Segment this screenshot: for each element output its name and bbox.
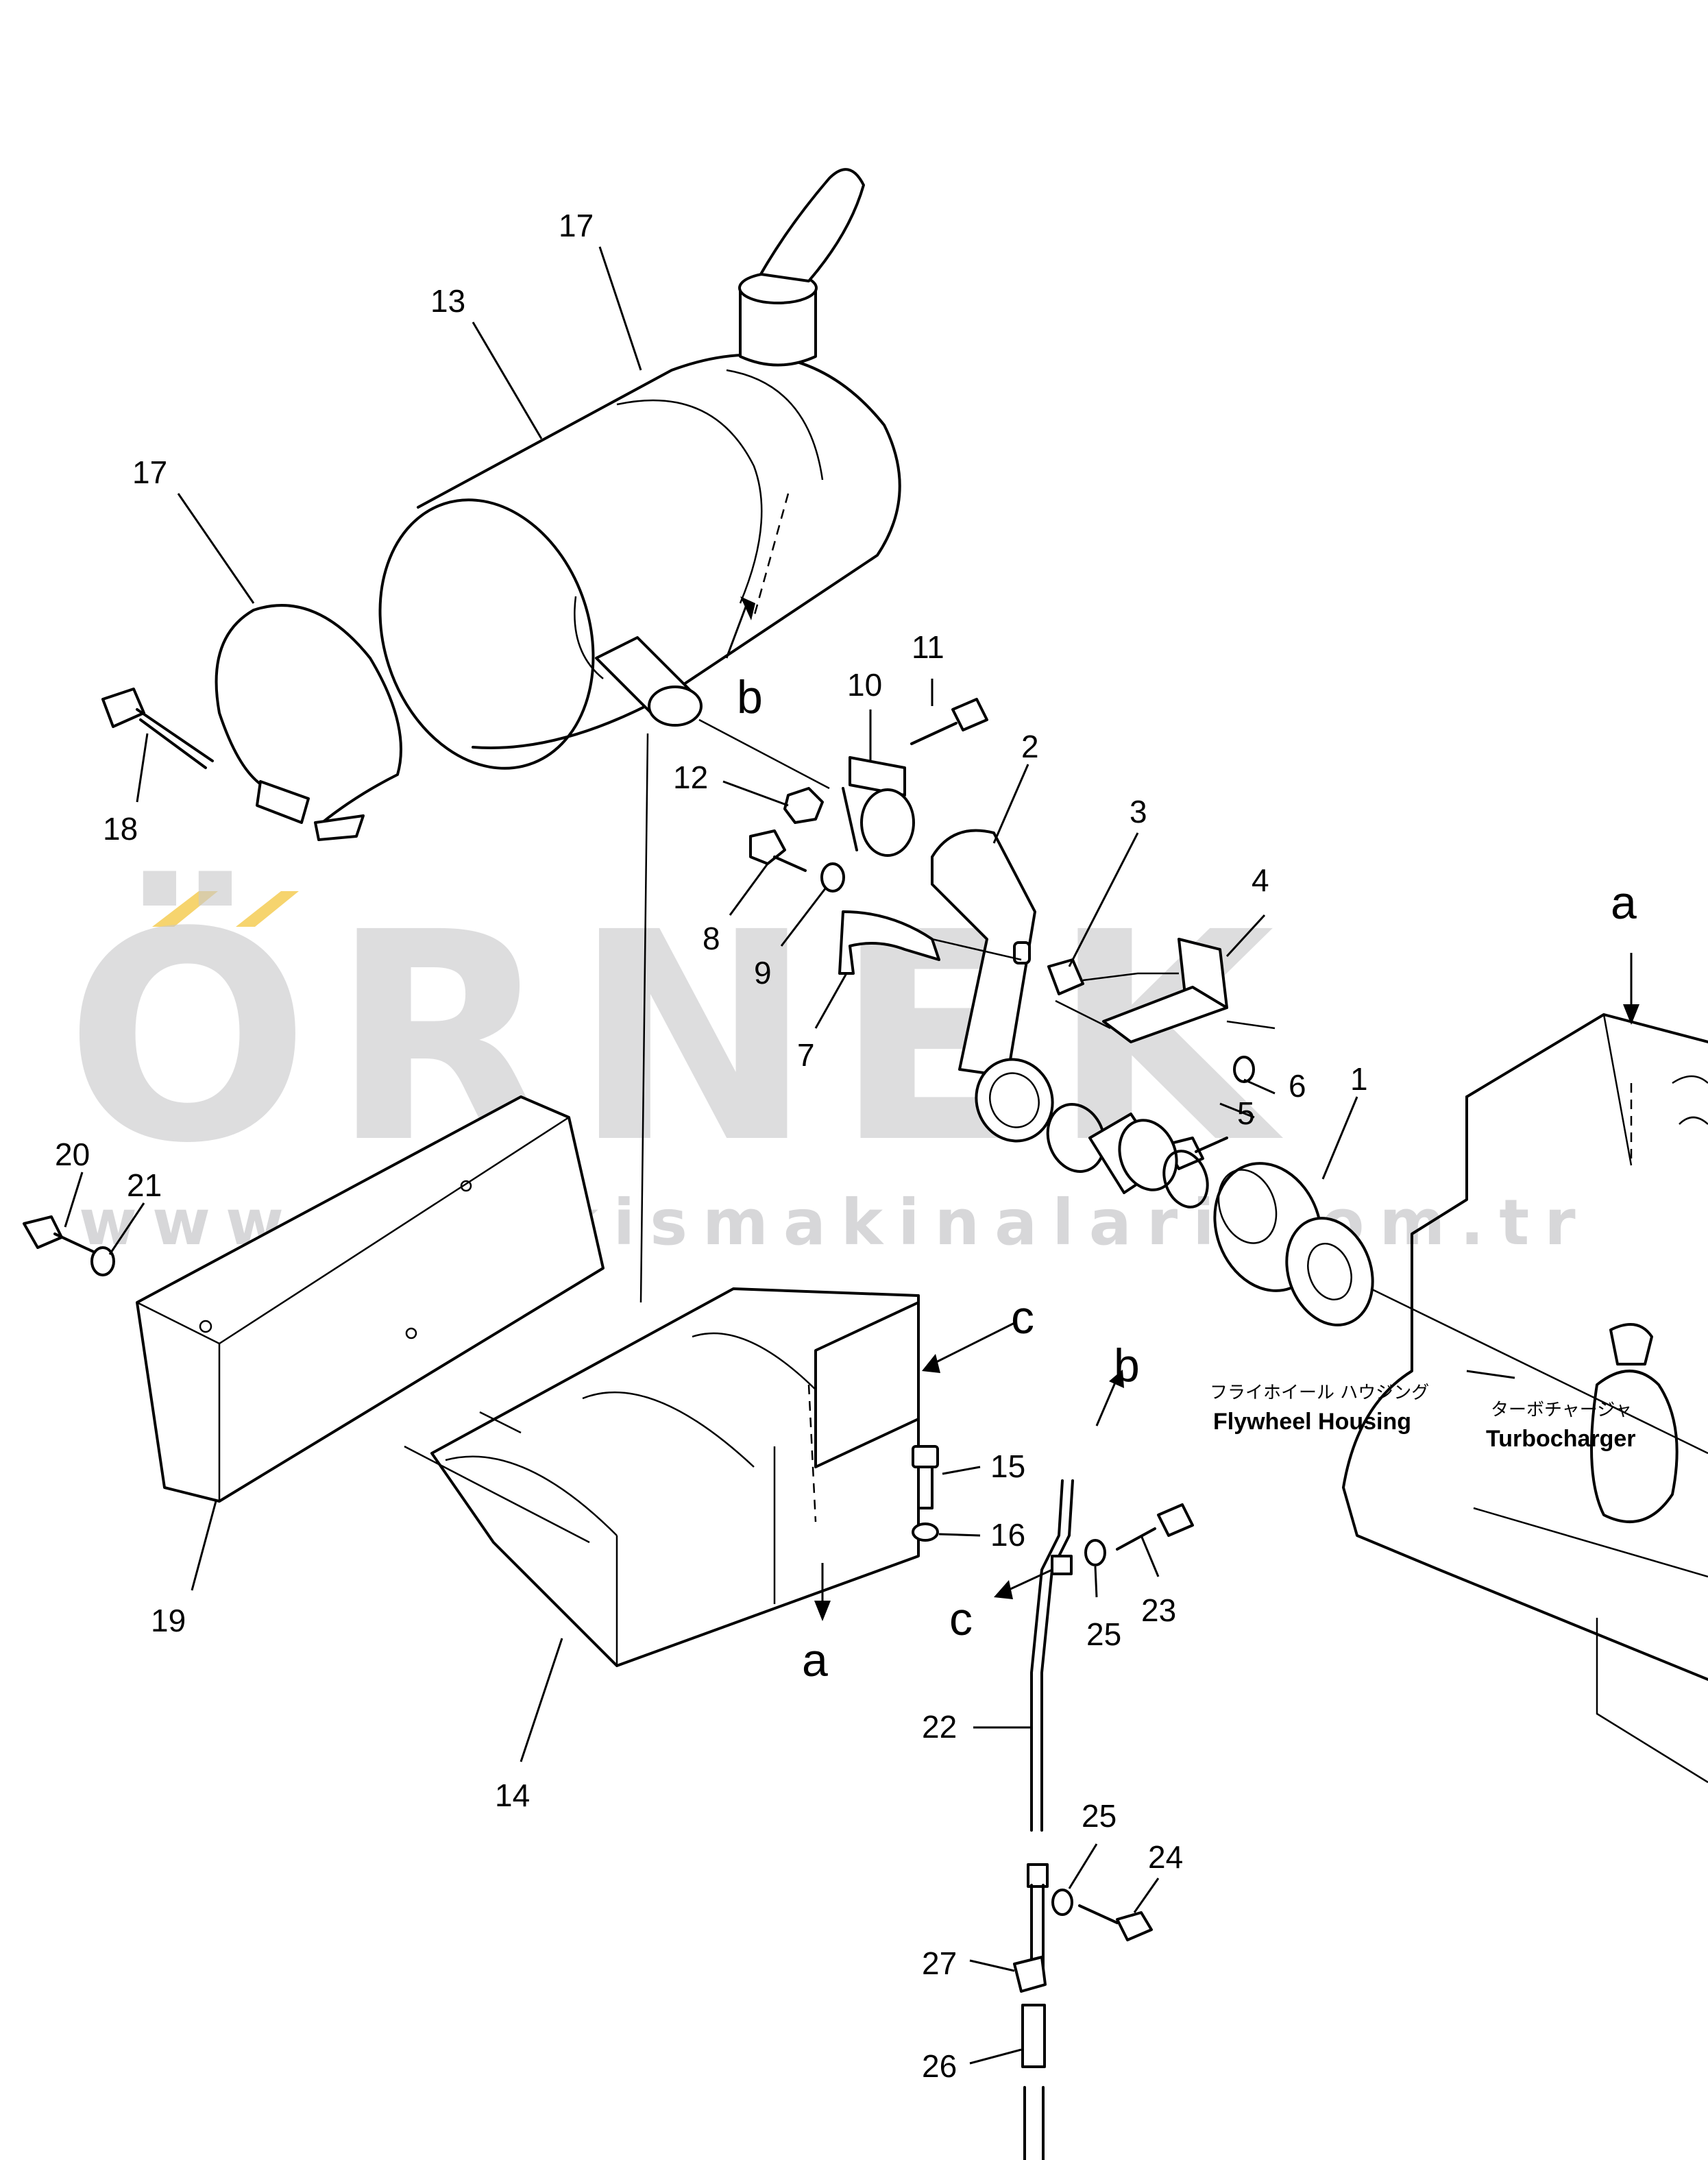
heat-shield [136, 1095, 605, 1503]
bolt-15 [912, 1445, 939, 1509]
flow-arrows [725, 596, 1639, 1621]
part-number-25-upper: 25 [1086, 1616, 1121, 1652]
part-number-5: 5 [1237, 1095, 1255, 1131]
part-number-26: 26 [922, 2048, 957, 2084]
part-number-10: 10 [847, 667, 882, 703]
washer-21 [90, 1246, 115, 1276]
part-number-2: 2 [1021, 729, 1039, 764]
bolt-8 [749, 829, 807, 872]
clip-27 [1013, 1956, 1047, 1993]
part-number-4: 4 [1252, 862, 1269, 898]
part-number-1: 1 [1350, 1061, 1368, 1097]
muffler [378, 168, 901, 770]
part-number-27: 27 [922, 1945, 957, 1981]
ref-b-pipe: b [1114, 1339, 1140, 1392]
bolt-23 [1116, 1503, 1194, 1551]
part-number-8: 8 [703, 921, 720, 956]
assembly-lines [404, 718, 1633, 1556]
turbocharger-label-jp: ターボチャージャ [1491, 1400, 1632, 1420]
part-number-6: 6 [1289, 1068, 1306, 1104]
flywheel-housing-label: Flywheel Housing [1213, 1409, 1411, 1435]
ref-c-bracket: c [1011, 1291, 1034, 1344]
clamp-10 [842, 756, 915, 857]
nut-12 [783, 787, 824, 824]
bolt-24 [1078, 1904, 1153, 1941]
part-number-12: 12 [673, 760, 708, 795]
ref-b-muffler: b [737, 671, 763, 723]
part-number-3: 3 [1130, 794, 1147, 829]
part-number-17-top: 17 [559, 208, 594, 243]
part-number-19: 19 [151, 1603, 186, 1638]
reference-letters: b a c b a c [737, 671, 1637, 1686]
part-number-18: 18 [103, 811, 138, 847]
washer-6 [1233, 1056, 1255, 1083]
part-number-22: 22 [922, 1709, 957, 1745]
bolt-11 [910, 698, 988, 745]
part-number-15: 15 [990, 1448, 1025, 1484]
part-number-23: 23 [1141, 1592, 1176, 1628]
part-number-14: 14 [495, 1777, 530, 1813]
turbocharger-label: Turbocharger [1486, 1426, 1636, 1452]
part-number-13: 13 [430, 283, 465, 319]
part-number-labels: 17 13 17 18 11 10 2 3 4 12 8 9 7 1 6 5 2… [55, 208, 1368, 2084]
watermark-dot-left [152, 891, 218, 927]
part-number-16: 16 [990, 1517, 1025, 1553]
plug-3 [1047, 958, 1084, 995]
gasket [1285, 1217, 1374, 1326]
part-number-9: 9 [754, 955, 772, 991]
washer-25-lower [1051, 1889, 1073, 1916]
clamp-band [215, 604, 402, 841]
watermark-logo: ÖRNEK [65, 868, 1295, 1206]
ref-c-pipe: c [949, 1593, 973, 1645]
part-number-11: 11 [912, 629, 944, 665]
flywheel-housing-label-jp: フライホイール ハウジング [1210, 1383, 1429, 1403]
component-labels: フライホイール ハウジング Flywheel Housing ターボチャージャ … [1210, 1383, 1636, 1452]
bracket-7 [838, 910, 940, 975]
seal-ring-lower [1162, 1150, 1209, 1209]
part-number-21: 21 [127, 1167, 162, 1203]
bolt-18 [101, 688, 214, 769]
leader-lines [64, 246, 1515, 2065]
washer-16 [912, 1522, 939, 1542]
part-number-25-lower: 25 [1082, 1798, 1117, 1834]
washer-9 [820, 862, 845, 893]
tube-26 [1021, 2004, 1046, 2160]
bracket-4 [1102, 938, 1228, 1043]
part-number-20: 20 [55, 1137, 90, 1172]
engine-outline [1342, 1013, 1708, 1784]
muffler-bracket [430, 1287, 920, 1667]
part-number-7: 7 [797, 1037, 815, 1073]
part-number-24: 24 [1148, 1839, 1183, 1875]
bolt-20 [23, 1215, 101, 1256]
seal-ring-upper [1046, 1103, 1106, 1173]
ref-a-bracket: a [802, 1634, 828, 1686]
exhaust-elbow [931, 829, 1054, 1143]
part-number-17-left: 17 [132, 454, 167, 490]
watermark-dot-right [236, 891, 299, 927]
ref-a-engine: a [1611, 877, 1637, 929]
adapter [1088, 1113, 1178, 1194]
washer-25-upper [1084, 1539, 1106, 1566]
